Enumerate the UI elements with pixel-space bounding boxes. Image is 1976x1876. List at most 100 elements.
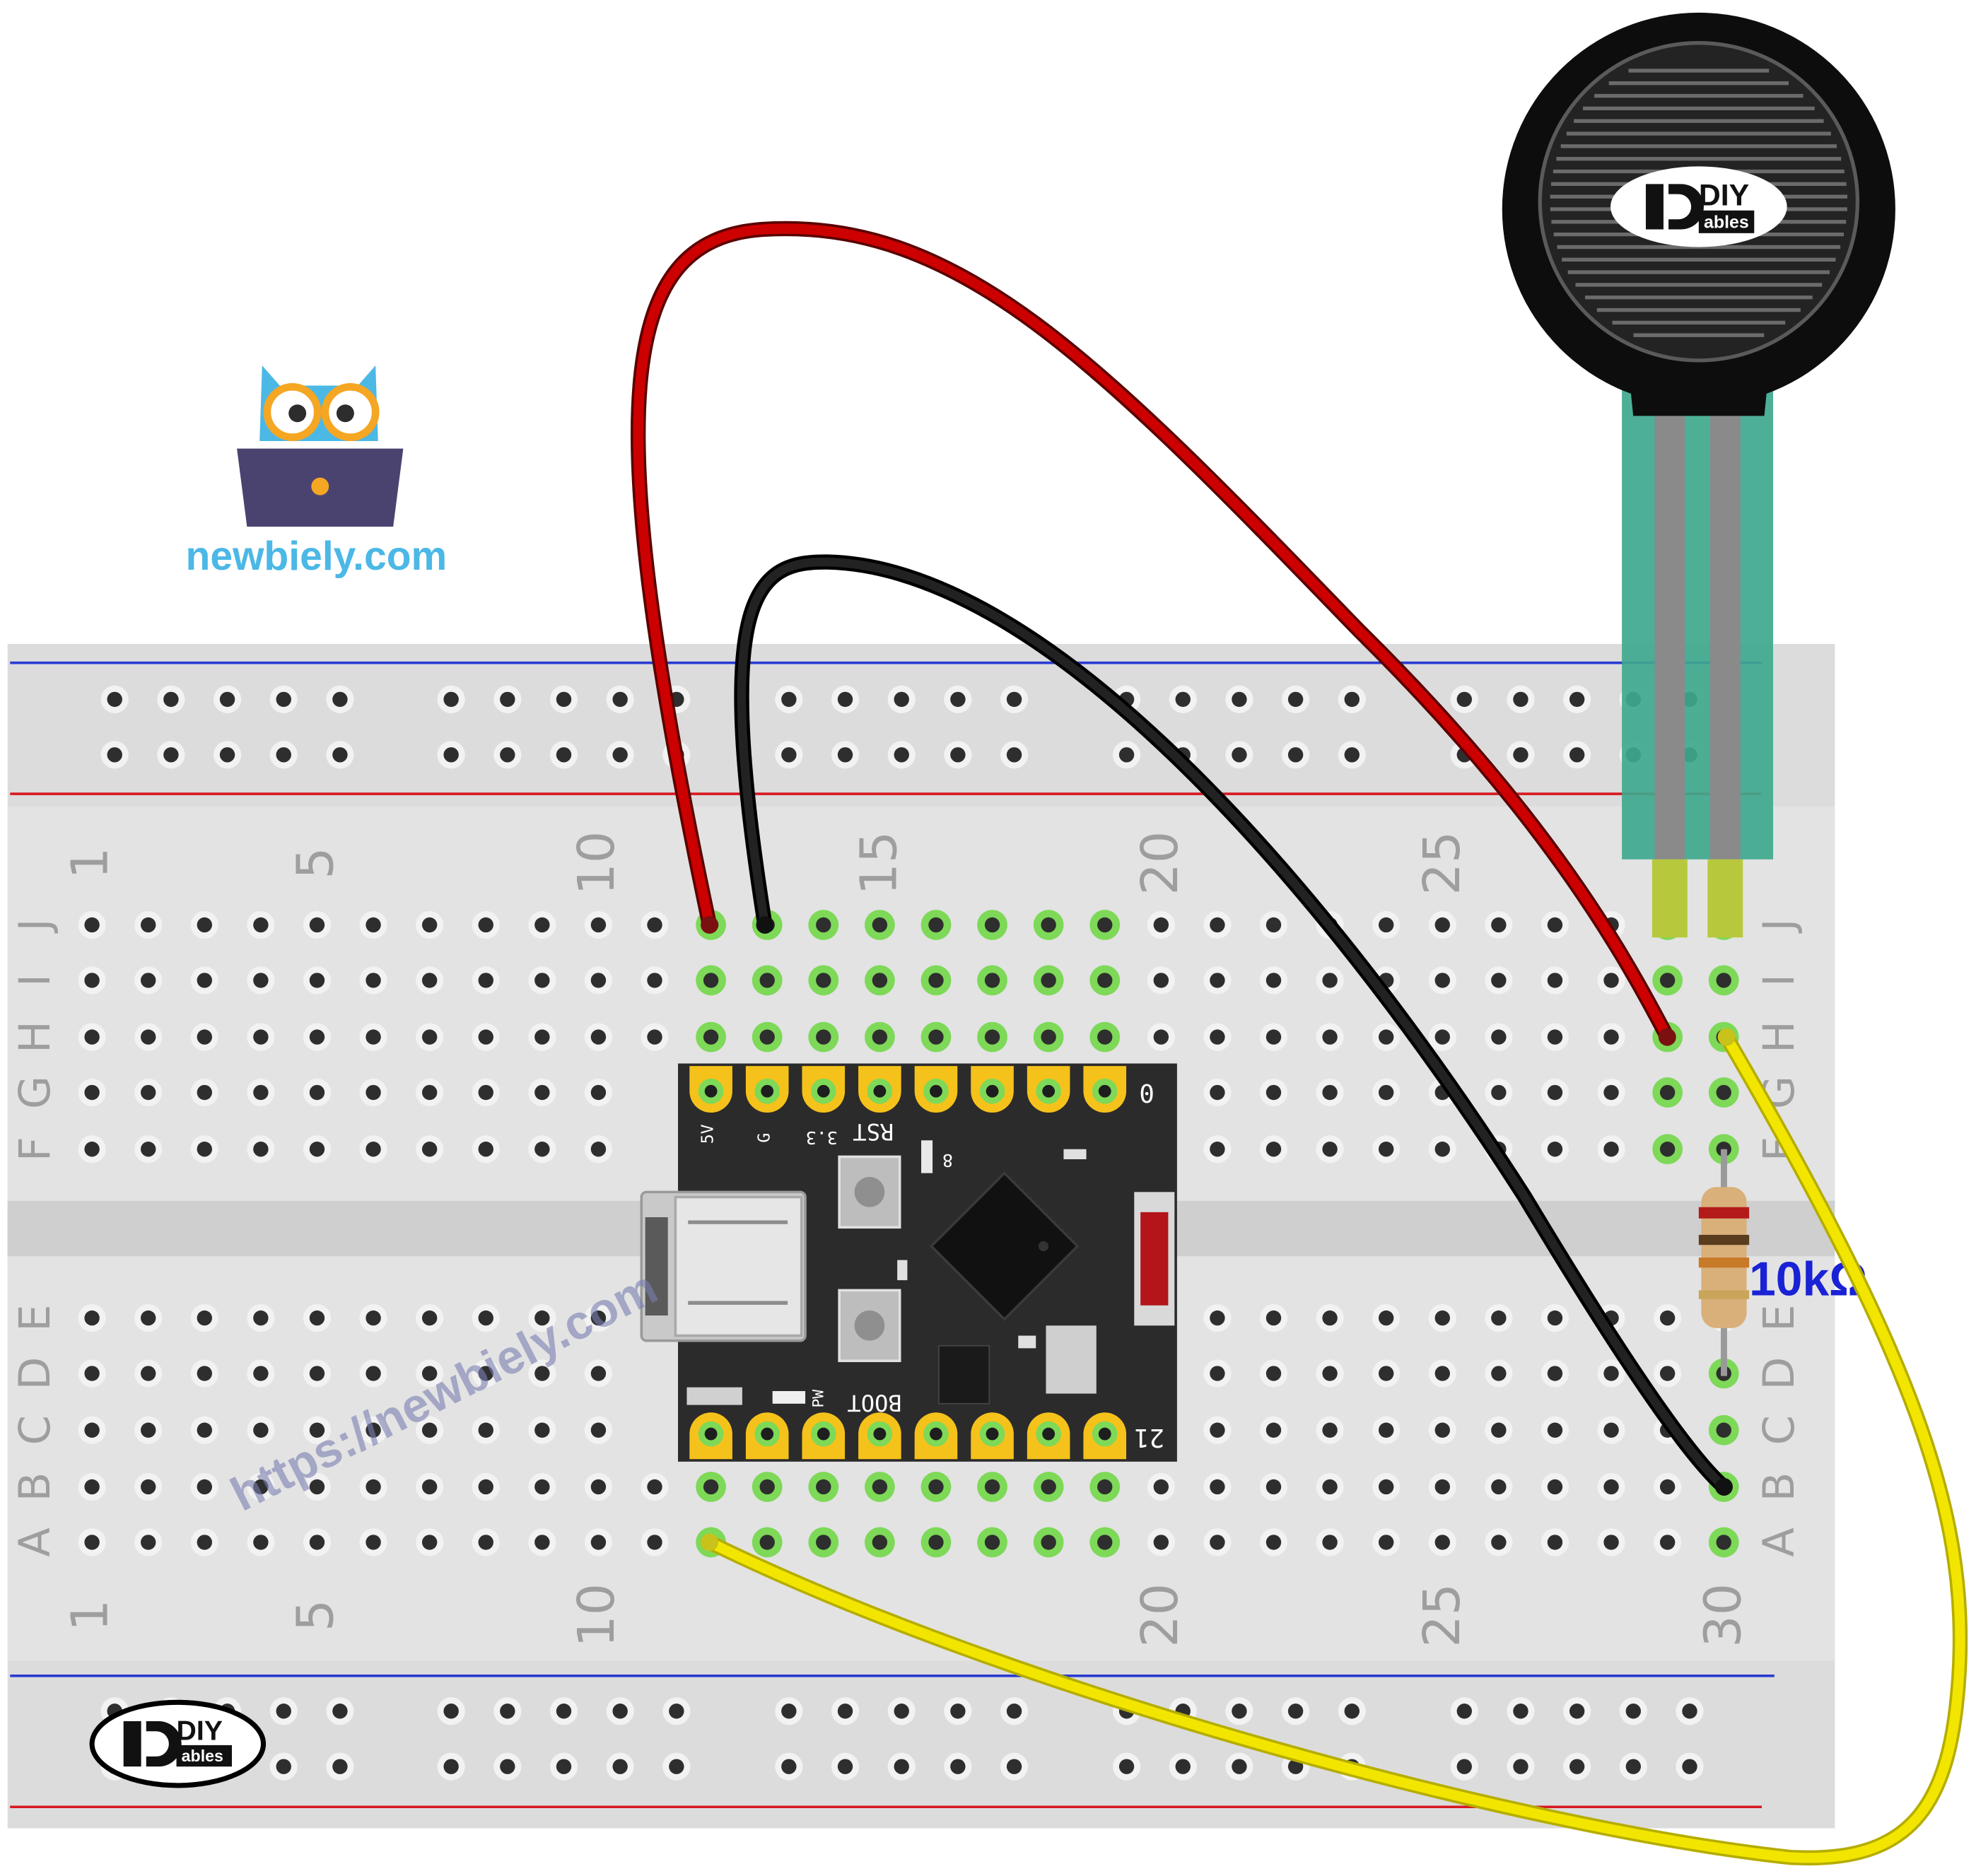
rail-hole [443, 1759, 459, 1774]
terminal-hole [534, 1084, 550, 1101]
rail-hole [276, 747, 291, 763]
pin-pad-center-top [761, 1084, 774, 1098]
rail-hole [556, 1704, 572, 1719]
row-label-e: E [11, 1304, 60, 1331]
terminal-hole [141, 1084, 156, 1101]
terminal-hole-active [816, 1479, 831, 1495]
terminal-hole [1322, 1084, 1338, 1101]
terminal-hole [478, 1310, 493, 1326]
smd-part-2 [686, 1387, 742, 1405]
pin-pad-center-bottom [986, 1427, 999, 1441]
pin-label-5v: 5V [698, 1124, 717, 1144]
terminal-hole [1603, 1366, 1619, 1381]
terminal-hole [1265, 1310, 1282, 1326]
terminal-hole [421, 1366, 438, 1381]
terminal-hole [366, 1029, 381, 1045]
terminal-hole [141, 973, 156, 988]
terminal-hole [590, 1535, 607, 1550]
rail-hole [1232, 1704, 1247, 1719]
smd-part-4 [1063, 1149, 1087, 1160]
row-label-h-right: H [1755, 1021, 1804, 1053]
terminal-hole [1659, 1479, 1676, 1495]
terminal-hole [534, 1479, 550, 1495]
pin-label-boot: BOOT [847, 1389, 901, 1416]
terminal-hole [1378, 1535, 1394, 1550]
force-sensor-icon: DIY ables [1502, 12, 1895, 938]
yellow-wire-core [704, 1031, 1965, 1863]
terminal-hole [366, 973, 381, 988]
resistor-band-3 [1698, 1257, 1750, 1268]
terminal-hole [309, 1029, 325, 1045]
terminal-hole [1322, 1422, 1338, 1438]
rail-hole [1513, 1759, 1528, 1774]
terminal-hole-active [759, 1535, 775, 1550]
terminal-hole-active [984, 1535, 1000, 1550]
rail-hole [1344, 747, 1360, 763]
terminal-hole [253, 1310, 269, 1326]
terminal-hole [1322, 1366, 1338, 1381]
terminal-hole-active [816, 1535, 831, 1550]
terminal-hole [534, 917, 550, 933]
black-wire-end-1 [756, 915, 774, 934]
rail-hole [1006, 1759, 1022, 1774]
rail-hole [1344, 691, 1360, 708]
terminal-hole [84, 1535, 100, 1550]
terminal-hole [84, 1422, 100, 1438]
terminal-hole [534, 1310, 550, 1326]
red-wire-end-1 [701, 915, 719, 934]
row-labels-right: J I H G F E D C B A [1755, 919, 1804, 1557]
owl-pupil-left [288, 404, 307, 423]
rail-hole [612, 691, 628, 708]
column-label-30-bottom: 30 [1694, 1583, 1753, 1648]
terminal-hole [1210, 1535, 1225, 1550]
terminal-hole-active [703, 1029, 719, 1045]
pin-pad-center-top [1042, 1084, 1056, 1098]
pin-pads-top [689, 1066, 1127, 1113]
red-wire-end-2 [1658, 1028, 1676, 1046]
terminal-hole-active [872, 973, 888, 988]
terminal-hole [253, 973, 269, 988]
terminal-hole [197, 1084, 212, 1101]
rail-hole [500, 747, 515, 763]
terminal-hole [197, 1142, 212, 1157]
terminal-hole-active [1659, 1142, 1676, 1157]
terminal-hole [197, 1422, 212, 1438]
terminal-hole [309, 1310, 325, 1326]
terminal-hole-active [1097, 973, 1113, 988]
row-label-j: J [11, 919, 60, 934]
row-label-d: D [11, 1357, 60, 1390]
pin-label-21: 21 [1134, 1423, 1164, 1452]
terminal-hole [84, 1084, 100, 1101]
terminal-hole [478, 1029, 493, 1045]
regulator-chip [938, 1344, 990, 1405]
terminal-hole [1434, 1366, 1450, 1381]
terminal-hole [1603, 1142, 1619, 1157]
terminal-hole-active [928, 973, 944, 988]
terminal-hole-active [984, 973, 1000, 988]
rail-hole [1006, 691, 1022, 708]
crystal [1046, 1325, 1097, 1394]
terminal-hole [478, 973, 493, 988]
terminal-hole [590, 1366, 607, 1381]
pin-pad-center-top [873, 1084, 887, 1098]
terminal-hole [478, 1422, 493, 1438]
terminal-hole [1491, 1310, 1507, 1326]
terminal-hole [1210, 973, 1225, 988]
rail-hole [1232, 691, 1247, 708]
column-label-1-bottom: 1 [60, 1600, 119, 1631]
pin-pad-center-bottom [1042, 1427, 1056, 1441]
terminal-hole [253, 1479, 269, 1495]
rail-hole [163, 747, 179, 763]
rail-hole [556, 691, 572, 708]
reset-button-cap [854, 1176, 885, 1207]
rail-hole [332, 747, 348, 763]
row-label-i: I [11, 974, 60, 987]
terminal-hole [1491, 1029, 1507, 1045]
rail-hole [1232, 747, 1247, 763]
terminal-hole [1378, 1422, 1394, 1438]
row-labels-left: J I H G F E D C B A [11, 919, 60, 1557]
terminal-hole [590, 1029, 607, 1045]
terminal-hole [1378, 1142, 1394, 1157]
row-label-h: H [11, 1021, 60, 1053]
